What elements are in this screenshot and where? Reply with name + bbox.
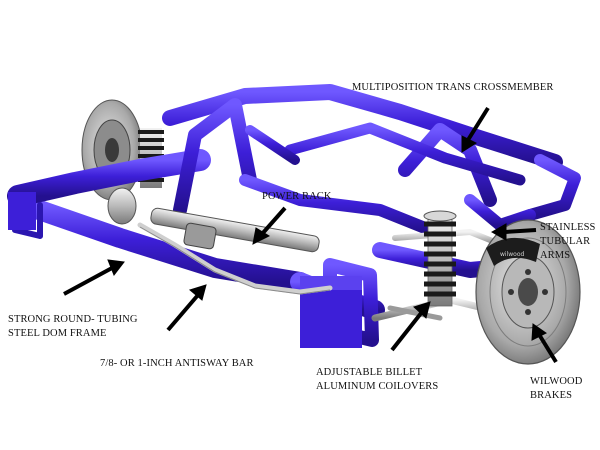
label-brakes-line2: BRAKES <box>530 390 573 401</box>
brake-caliper <box>486 237 540 266</box>
label-frame-line1: STRONG ROUND- TUBING <box>8 314 138 325</box>
antisway-bar <box>137 222 333 295</box>
front-left-hub <box>107 187 137 225</box>
label-brakes-line1: WILWOOD <box>530 376 583 387</box>
label-trans-crossmember: MULTIPOSITION TRANS CROSSMEMBER <box>352 82 554 93</box>
front-box-end <box>8 192 36 230</box>
label-antisway: 7/8- OR 1-INCH ANTISWAY BAR <box>100 358 254 369</box>
label-coilover-line2: ALUMINUM COILOVERS <box>316 381 439 392</box>
power-rack <box>150 207 320 253</box>
label-stainless-line3: ARMS <box>540 250 571 261</box>
label-stainless-line2: TUBULAR <box>540 236 591 247</box>
label-coilover-line1: ADJUSTABLE BILLET <box>316 367 423 378</box>
label-stainless-line1: STAINLESS <box>540 222 596 233</box>
caliper-logo: wilwood <box>500 251 524 258</box>
label-frame-line2: STEEL DOM FRAME <box>8 328 107 339</box>
label-power-rack: POWER RACK <box>262 191 332 202</box>
pointer-arrows <box>63 106 558 364</box>
wilwood-brake: wilwood <box>475 219 581 365</box>
front-right-coilover <box>423 210 457 307</box>
